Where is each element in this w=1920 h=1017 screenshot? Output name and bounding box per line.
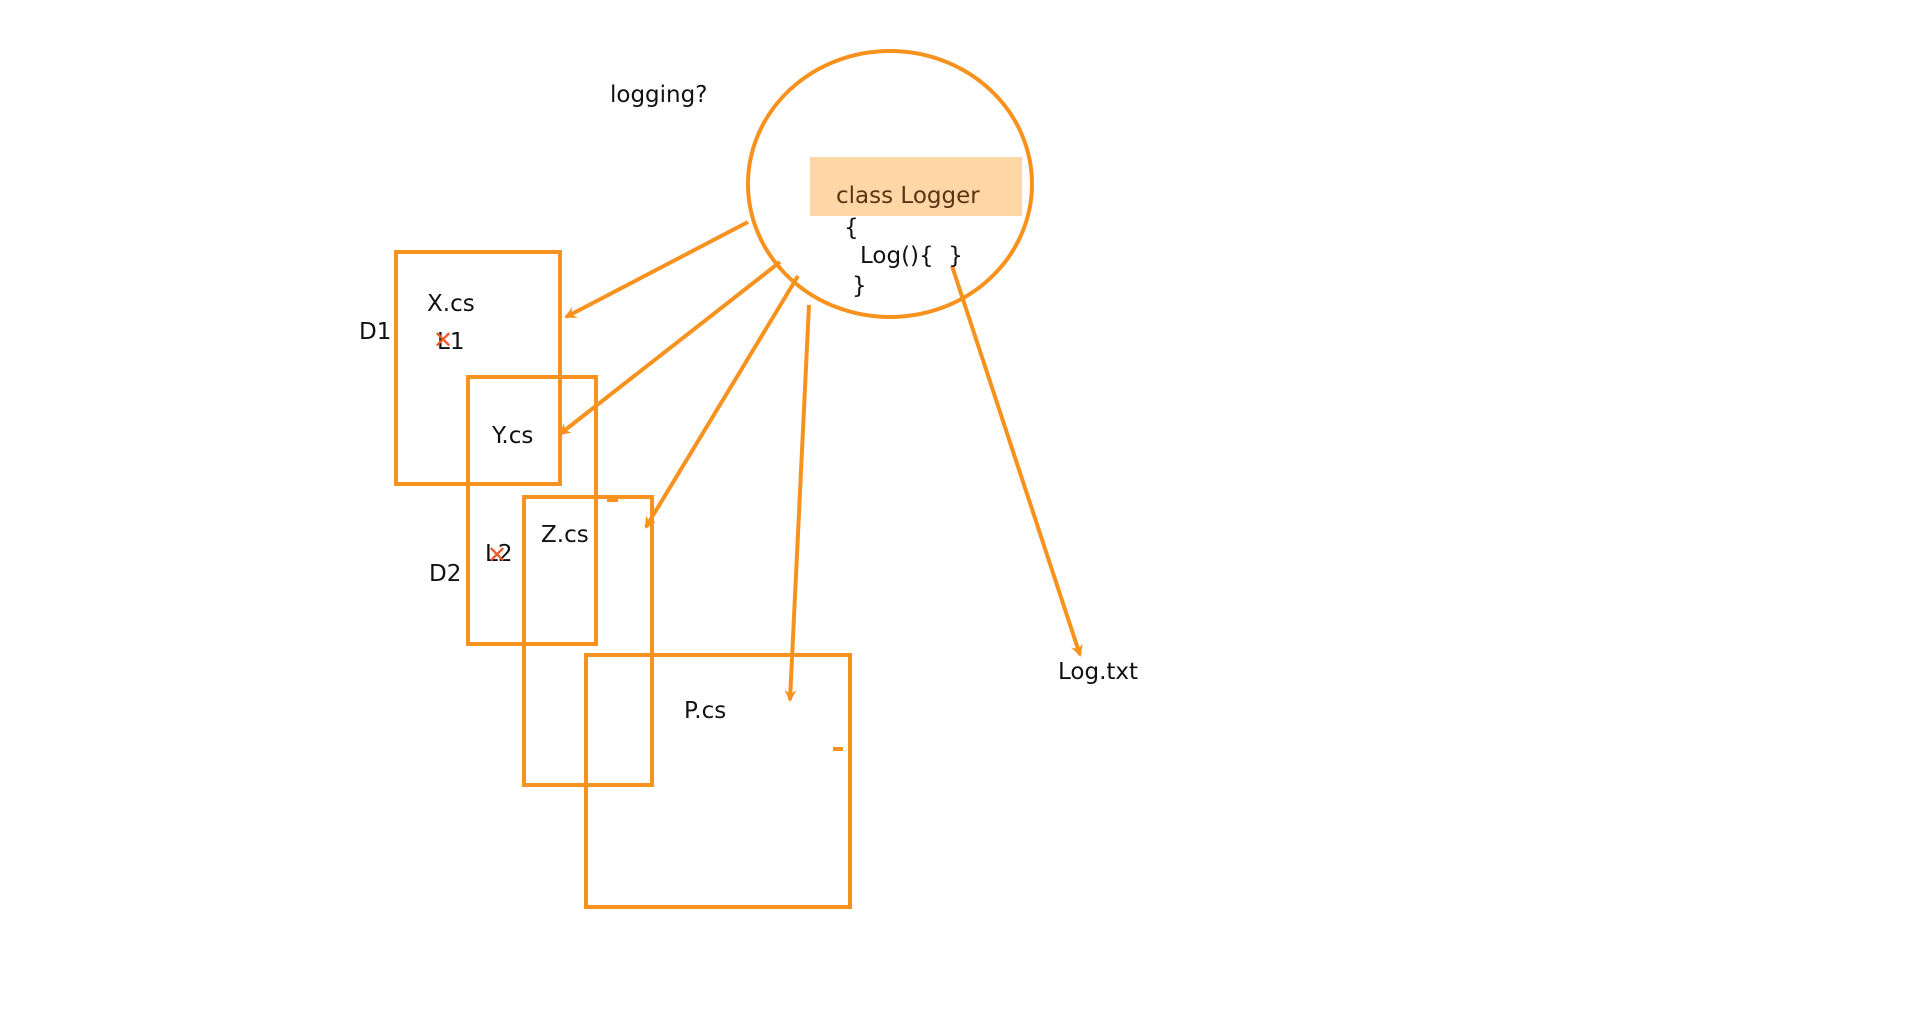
output-file-label: Log.txt <box>1058 659 1139 685</box>
file-box-x[interactable] <box>394 250 562 486</box>
logger-open-brace: { <box>844 215 859 241</box>
logger-circle[interactable] <box>746 49 1034 319</box>
file-box-p[interactable] <box>584 653 852 909</box>
cross-mark-icon: ✕ <box>433 326 454 354</box>
dependency-label-d2: D2 <box>429 561 462 587</box>
arrow-to-x[interactable] <box>564 220 749 319</box>
arrow-to-y[interactable] <box>558 260 782 436</box>
question-label: logging? <box>610 82 708 108</box>
file-box-y[interactable] <box>466 375 598 646</box>
logger-close-brace: } <box>852 273 867 299</box>
class-header-highlight <box>810 157 1022 216</box>
arrow-to-log-txt[interactable] <box>950 265 1083 657</box>
file-label-z: Z.cs <box>541 522 589 548</box>
dependency-label-d1: D1 <box>359 319 392 345</box>
cross-mark-icon: ✕ <box>487 541 508 569</box>
arrow-to-z[interactable] <box>644 274 800 529</box>
file-label-p: P.cs <box>684 698 727 724</box>
file-label-x: X.cs <box>427 291 475 317</box>
logger-log-method: Log(){ } <box>860 243 963 269</box>
logger-class-header: class Logger <box>836 183 980 209</box>
struck-label-l1: L1 <box>437 329 465 355</box>
arrow-to-p[interactable] <box>784 304 811 702</box>
file-label-y: Y.cs <box>492 423 534 449</box>
struck-label-l2: L2 <box>485 541 513 567</box>
